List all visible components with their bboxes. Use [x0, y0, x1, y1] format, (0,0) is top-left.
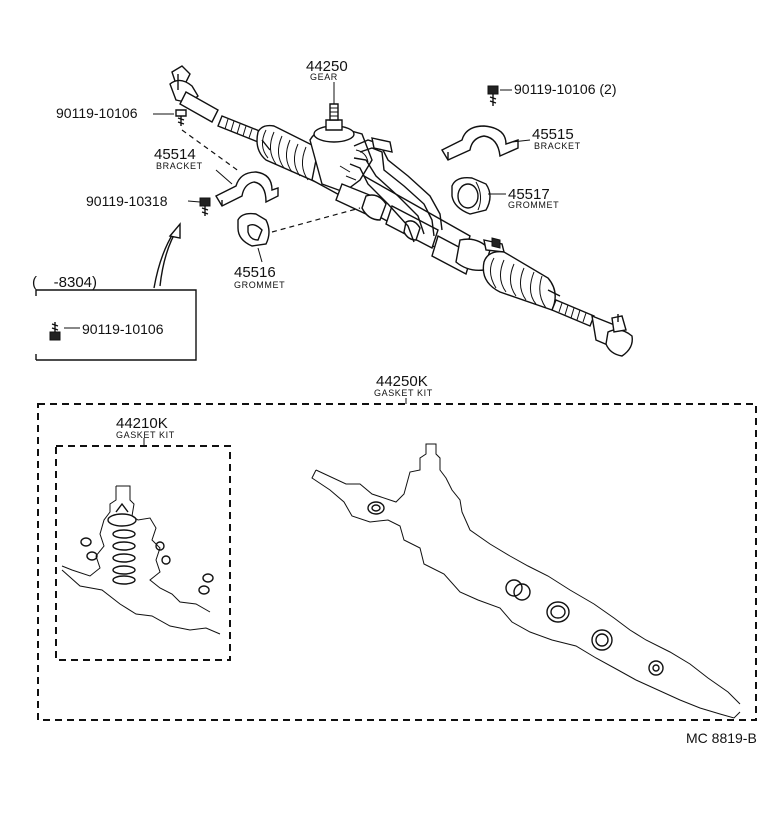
- gasket-kit-inner-box: [55, 445, 231, 661]
- outer-kit-caption: GASKET KIT: [374, 388, 433, 398]
- grommet-right-part-number: 45517: [508, 186, 550, 203]
- bracket-left-part: [215, 171, 279, 207]
- inner-kit-caption: GASKET KIT: [116, 430, 175, 440]
- outer-kit-number: 44250K: [376, 373, 428, 390]
- variant-box: [35, 289, 197, 361]
- inner-kit-number: 44210K: [116, 415, 168, 432]
- bolt-icon: [487, 85, 499, 106]
- grommet-left-part-number: 45516: [234, 264, 276, 281]
- variant-arrow: [153, 222, 181, 289]
- variant-bolt-part-number: 90119-10106: [82, 321, 164, 337]
- bolt-left-part-number: 90119-10318: [86, 193, 168, 209]
- hydraulic-lines: [349, 137, 443, 243]
- bracket-right-caption: BRACKET: [534, 141, 581, 151]
- grommet-right-part: [451, 176, 491, 215]
- gear-caption: GEAR: [310, 72, 338, 82]
- steering-rack-assembly: [169, 65, 633, 357]
- housing-clamp: [455, 237, 505, 272]
- bracket-left-caption: BRACKET: [156, 161, 203, 171]
- bracket-right-part-number: 45515: [532, 126, 574, 143]
- diagram-code: MC 8819-B: [686, 730, 757, 746]
- bolt-top-left-part-number: 90119-10106: [56, 105, 138, 121]
- bracket-left-part-number: 45514: [154, 146, 196, 163]
- bolt-top-right-part-number: 90119-10106 (2): [514, 81, 616, 97]
- callout-leaders: [153, 82, 531, 263]
- bracket-right-part: [441, 125, 519, 161]
- assembly-leaders: [181, 129, 361, 233]
- tie-rod-right: [551, 299, 595, 327]
- tie-rod-end-right: [591, 314, 633, 357]
- variant-range: ( -8304): [32, 274, 97, 291]
- grommet-left-caption: GROMMET: [234, 280, 285, 290]
- valve-housing-outline: [61, 485, 221, 635]
- gear-part-number: 44250: [306, 58, 348, 75]
- bolt-icon: [175, 109, 187, 126]
- tie-rod-left: [217, 115, 263, 143]
- gasket-kit-outer-box: [37, 403, 757, 721]
- grommet-right-caption: GROMMET: [508, 200, 559, 210]
- rack-housing-outline: [311, 443, 741, 719]
- bolt-icon: [199, 197, 211, 216]
- rack-housing: [309, 103, 473, 276]
- grommet-left-part: [237, 212, 270, 247]
- tie-rod-end-left: [169, 65, 219, 123]
- rack-boot-right: [482, 251, 561, 311]
